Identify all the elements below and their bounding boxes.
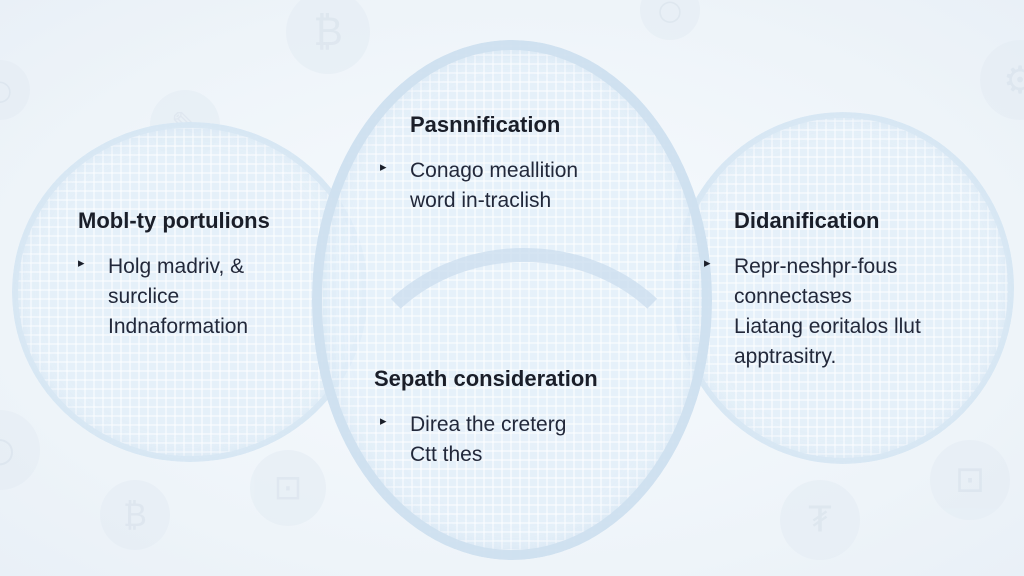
bullet-item: ▸ Repr-neshpr-fous connectasɐs Liatang e… [704,252,994,372]
padlock-icon: ⊡ [250,450,326,526]
left-circle [12,122,368,462]
padlock-icon: ⊡ [930,440,1010,520]
bullet-text: Direa the creterg Ctt thes [410,410,566,470]
section-bottom-title: Sepath consideration [374,366,598,391]
bullet-line: Conago meallition [410,159,579,182]
section-top-title: Pasnnification [410,112,561,137]
triangle-right-icon: ▸ [380,414,387,429]
bullet-text: Holg madriv, & surclice Indnaformation [108,252,248,342]
bitcoin-icon: ₿ [286,0,370,74]
bullet-line: Holg madriv, & [108,255,245,278]
bitcoin-icon: ₮ [780,480,860,560]
bullet-line: Repr-neshpr-fous [734,255,898,278]
bitcoin-icon: ₿ [100,480,170,550]
triangle-right-icon: ▸ [704,256,711,271]
bullet-line: Direa the creterg [410,413,567,436]
bullet-line: Ctt thes [410,443,483,466]
section-right: Didanification ▸ Repr-neshpr-fous connec… [704,208,994,372]
section-left: Mobl-ty portulions ▸ Holg madriv, & surc… [78,208,348,342]
gear-icon: ⚙ [980,40,1024,120]
bullet-line: apptrasitry. [734,345,837,368]
section-left-title: Mobl-ty portulions [78,208,270,233]
bullet-item: ▸ Holg madriv, & surclice Indnaformation [78,252,348,342]
bullet-line: connectasɐs [734,285,852,308]
right-circle [672,112,1014,464]
bullet-line: Liatang eoritalos llut [734,315,921,338]
bullet-item: ▸ Conago meallition word in-traclish [380,156,680,216]
bullet-text: Repr-neshpr-fous connectasɐs Liatang eor… [734,252,921,372]
coin-icon: ○ [0,60,30,120]
triangle-right-icon: ▸ [380,160,387,175]
triangle-right-icon: ▸ [78,256,85,271]
bullet-line: word in-traclish [410,189,552,212]
section-top: Pasnnification ▸ Conago meallition word … [380,112,680,216]
bullet-item: ▸ Direa the creterg Ctt thes [380,410,674,470]
bullet-line: Indnaformation [108,315,249,338]
coin-icon: ○ [0,410,40,490]
bullet-line: surclice [108,285,180,308]
section-bottom: Sepath consideration ▸ Direa the creterg… [374,366,674,470]
section-right-title: Didanification [734,208,880,233]
bullet-text: Conago meallition word in-traclish [410,156,578,216]
coin-icon: ○ [640,0,700,40]
